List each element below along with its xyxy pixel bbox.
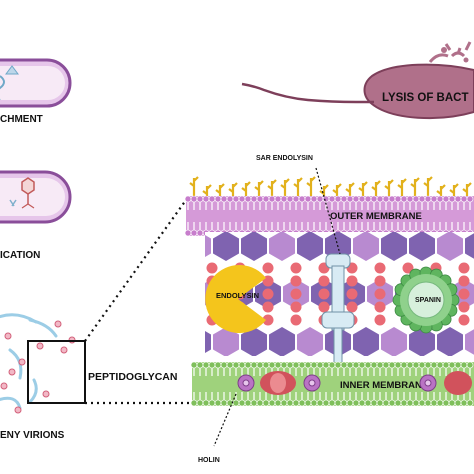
lps-layer — [189, 176, 472, 196]
lysing-bacterium — [241, 41, 474, 120]
replication-label: ICATION — [0, 250, 40, 261]
holin-label: HOLIN — [198, 457, 220, 464]
endolysin-label: ENDOLYSIN — [216, 291, 259, 300]
sar-endolysin — [321, 253, 355, 369]
spanin-label: SPANIN — [415, 297, 441, 304]
inner-membrane-label: INNER MEMBRANE — [340, 380, 428, 391]
peptidoglycan-label: PEPTIDOGLYCAN — [88, 371, 177, 383]
endolysin — [205, 265, 266, 333]
lysis-label: LYSIS OF BACT — [382, 92, 468, 104]
zoom-box — [27, 340, 86, 404]
outer-membrane-label: OUTER MEMBRANE — [330, 211, 422, 222]
sar-endolysin-label: SAR ENDOLYSIN — [256, 155, 313, 162]
replication-cell — [0, 170, 72, 224]
sar-pointer — [315, 167, 341, 255]
attachment-cell — [0, 58, 72, 108]
progeny-virions-label: ENY VIRIONS — [0, 430, 65, 441]
attachment-label: CHMENT — [0, 114, 43, 125]
porin-flowers — [237, 374, 437, 392]
phage-particles — [0, 320, 76, 414]
outer-membrane-tails — [187, 202, 471, 230]
inner-membrane-heads — [190, 361, 474, 407]
holin-pointer — [213, 393, 237, 447]
holin — [260, 371, 472, 395]
zoom-line-top — [84, 199, 187, 342]
